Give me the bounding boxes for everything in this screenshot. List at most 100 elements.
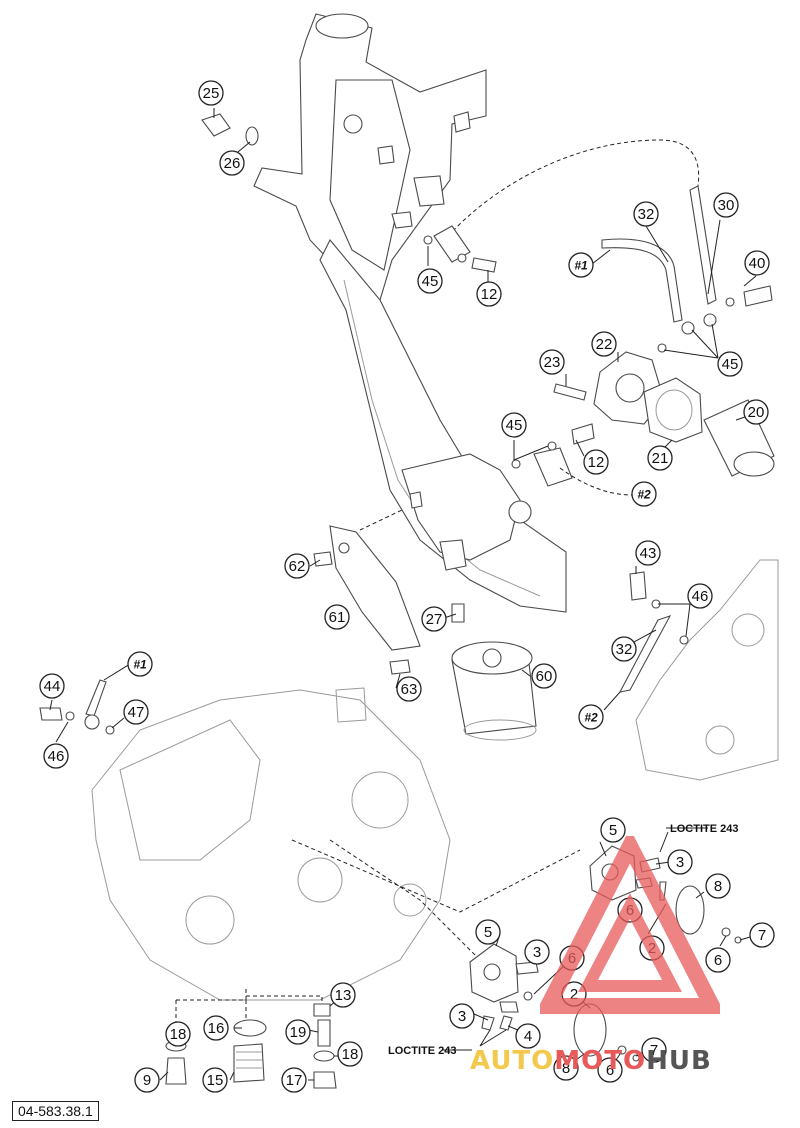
callout-label: 12: [481, 286, 498, 303]
callout: 46: [43, 743, 69, 769]
callout: 18: [337, 1041, 363, 1067]
callout-circle: [600, 817, 626, 843]
drain-plug-25: [201, 113, 259, 146]
callout: 16: [203, 1015, 229, 1041]
callout-circle: [337, 1041, 363, 1067]
callout-label: 6: [714, 952, 722, 969]
callout-circle: [219, 150, 245, 176]
callout-label: 6: [606, 1062, 614, 1079]
callout: 20: [743, 399, 769, 425]
callout: 5: [600, 817, 626, 843]
callout: 9: [134, 1067, 160, 1093]
callout-circle: [705, 947, 731, 973]
callout: 43: [635, 540, 661, 566]
callout-circle: [539, 349, 565, 375]
oil-filter-60: [451, 641, 537, 741]
callout-label: 3: [676, 854, 684, 871]
callout-label: 32: [638, 206, 655, 223]
watermark-part-3: HUB: [646, 1046, 712, 1076]
callout-label: 32: [616, 641, 633, 658]
callout: 62: [284, 553, 310, 579]
callout-label: 15: [207, 1072, 224, 1089]
callout: #1: [568, 252, 594, 278]
callout-label: 44: [44, 678, 61, 695]
callout-circle: [744, 250, 770, 276]
callout-label: 27: [426, 611, 443, 628]
callout-label: 3: [458, 1008, 466, 1025]
callout: 15: [202, 1067, 228, 1093]
callout-circle: [583, 449, 609, 475]
callout-label: 9: [143, 1072, 151, 1089]
callout: 12: [583, 449, 609, 475]
callout-circle: [611, 636, 637, 662]
callout: 4: [515, 1023, 541, 1049]
callout-label: 18: [170, 1026, 187, 1043]
side-cover: [618, 559, 779, 781]
callout: 17: [281, 1067, 307, 1093]
callout: 21: [647, 445, 673, 471]
callout: 60: [531, 663, 557, 689]
callout-circle: [641, 1037, 667, 1063]
callout: 46: [687, 583, 713, 609]
callout-label: 5: [609, 822, 617, 839]
watermark-part-1: AUTO: [470, 1046, 555, 1076]
callout-circle: [633, 201, 659, 227]
callout-circle: [198, 80, 224, 106]
callout-circle: [501, 412, 527, 438]
callout-label: 3: [533, 944, 541, 961]
callout-label: 45: [722, 356, 739, 373]
callout-label: 45: [422, 273, 439, 290]
diagram-code-label: 04-583.38.1: [12, 1101, 99, 1121]
loctite-note-upper: LOCTITE 243: [670, 823, 738, 835]
callout: 40: [744, 250, 770, 276]
callout-label: 17: [286, 1072, 303, 1089]
callout: #2: [578, 704, 604, 730]
callout: 61: [324, 604, 350, 630]
callout: 8: [705, 873, 731, 899]
callout: 63: [396, 676, 422, 702]
callout-label: 8: [562, 1060, 570, 1077]
callout: 3: [667, 849, 693, 875]
callout-circle: [743, 399, 769, 425]
callout-circle: [165, 1021, 191, 1047]
callout: 18: [165, 1021, 191, 1047]
callout-label: 43: [640, 545, 657, 562]
callout-label: 45: [506, 417, 523, 434]
callout-circle: [591, 331, 617, 357]
frame-drawing: [253, 13, 567, 613]
callout: #1: [127, 651, 153, 677]
callout: #2: [631, 481, 657, 507]
callout-circle: [597, 1057, 623, 1083]
callout-label: 7: [758, 927, 766, 944]
callout-circle: [476, 281, 502, 307]
callout-circle: [202, 1067, 228, 1093]
callout-circle: [285, 1019, 311, 1045]
callout: 3: [449, 1003, 475, 1029]
callout-circle: [123, 699, 149, 725]
callout: 45: [417, 268, 443, 294]
callout-label: 16: [208, 1020, 225, 1037]
callout-label: 25: [203, 85, 220, 102]
callout-circle: [417, 268, 443, 294]
callout-circle: [568, 252, 594, 278]
guard-plate-61: [313, 509, 465, 675]
callout-circle: [39, 673, 65, 699]
callout-circle: [284, 553, 310, 579]
callout-label: #1: [133, 658, 147, 672]
callout-label: #2: [584, 711, 598, 725]
callout: 30: [713, 192, 739, 218]
callout-label: 2: [570, 986, 578, 1003]
callout: 7: [749, 922, 775, 948]
callout: 25: [198, 80, 224, 106]
callout: 44: [39, 673, 65, 699]
callout-label: 21: [652, 450, 669, 467]
callout: 6: [705, 947, 731, 973]
callout-circle: [134, 1067, 160, 1093]
callout-circle: [749, 922, 775, 948]
callout-circle: [43, 743, 69, 769]
callout-label: #1: [574, 259, 588, 273]
callout: 19: [285, 1019, 311, 1045]
callout: 45: [501, 412, 527, 438]
